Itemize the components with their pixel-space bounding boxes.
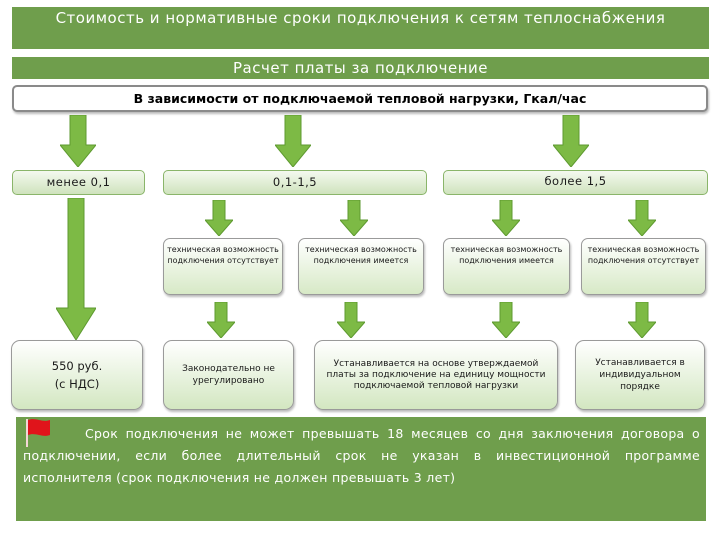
- note-text: Срок подключения не может превышать 18 м…: [23, 426, 700, 485]
- fee-vat-note: (с НДС): [54, 377, 100, 391]
- section-subtitle: Расчет платы за подключение: [12, 57, 709, 79]
- arrow-down-icon: [492, 200, 520, 236]
- result-not-regulated: Законодательно не урегулировано: [163, 340, 294, 410]
- arrow-down-icon: [628, 302, 656, 338]
- connection-term-note: Срок подключения не может превышать 18 м…: [16, 417, 706, 521]
- arrow-down-icon: [553, 115, 589, 167]
- result-approved-rate: Устанавливается на основе утверждаемой п…: [314, 340, 558, 410]
- result-individual: Устанавливается в индивидуальном порядке: [575, 340, 705, 410]
- page-title: Стоимость и нормативные сроки подключени…: [12, 7, 709, 49]
- arrow-down-icon: [340, 200, 368, 236]
- arrow-down-icon: [60, 115, 96, 167]
- condition-capacity-available: техническая возможность подключения имее…: [443, 238, 570, 295]
- result-fixed-fee: 550 руб. (с НДС): [11, 340, 143, 410]
- arrow-down-icon: [275, 115, 311, 167]
- fee-amount: 550 руб.: [51, 359, 103, 373]
- arrow-down-icon: [56, 198, 96, 340]
- arrow-down-icon: [492, 302, 520, 338]
- category-low: менее 0,1: [12, 170, 145, 195]
- calculation-basis: В зависимости от подключаемой тепловой н…: [12, 85, 708, 112]
- condition-no-capacity: техническая возможность подключения отсу…: [163, 238, 283, 295]
- red-flag-icon: [26, 419, 50, 447]
- category-mid: 0,1-1,5: [163, 170, 427, 195]
- condition-capacity-available: техническая возможность подключения имее…: [298, 238, 424, 295]
- condition-no-capacity: техническая возможность подключения отсу…: [581, 238, 706, 295]
- arrow-down-icon: [205, 200, 233, 236]
- arrow-down-icon: [628, 200, 656, 236]
- arrow-down-icon: [337, 302, 365, 338]
- category-high: более 1,5: [443, 170, 708, 195]
- arrow-down-icon: [207, 302, 235, 338]
